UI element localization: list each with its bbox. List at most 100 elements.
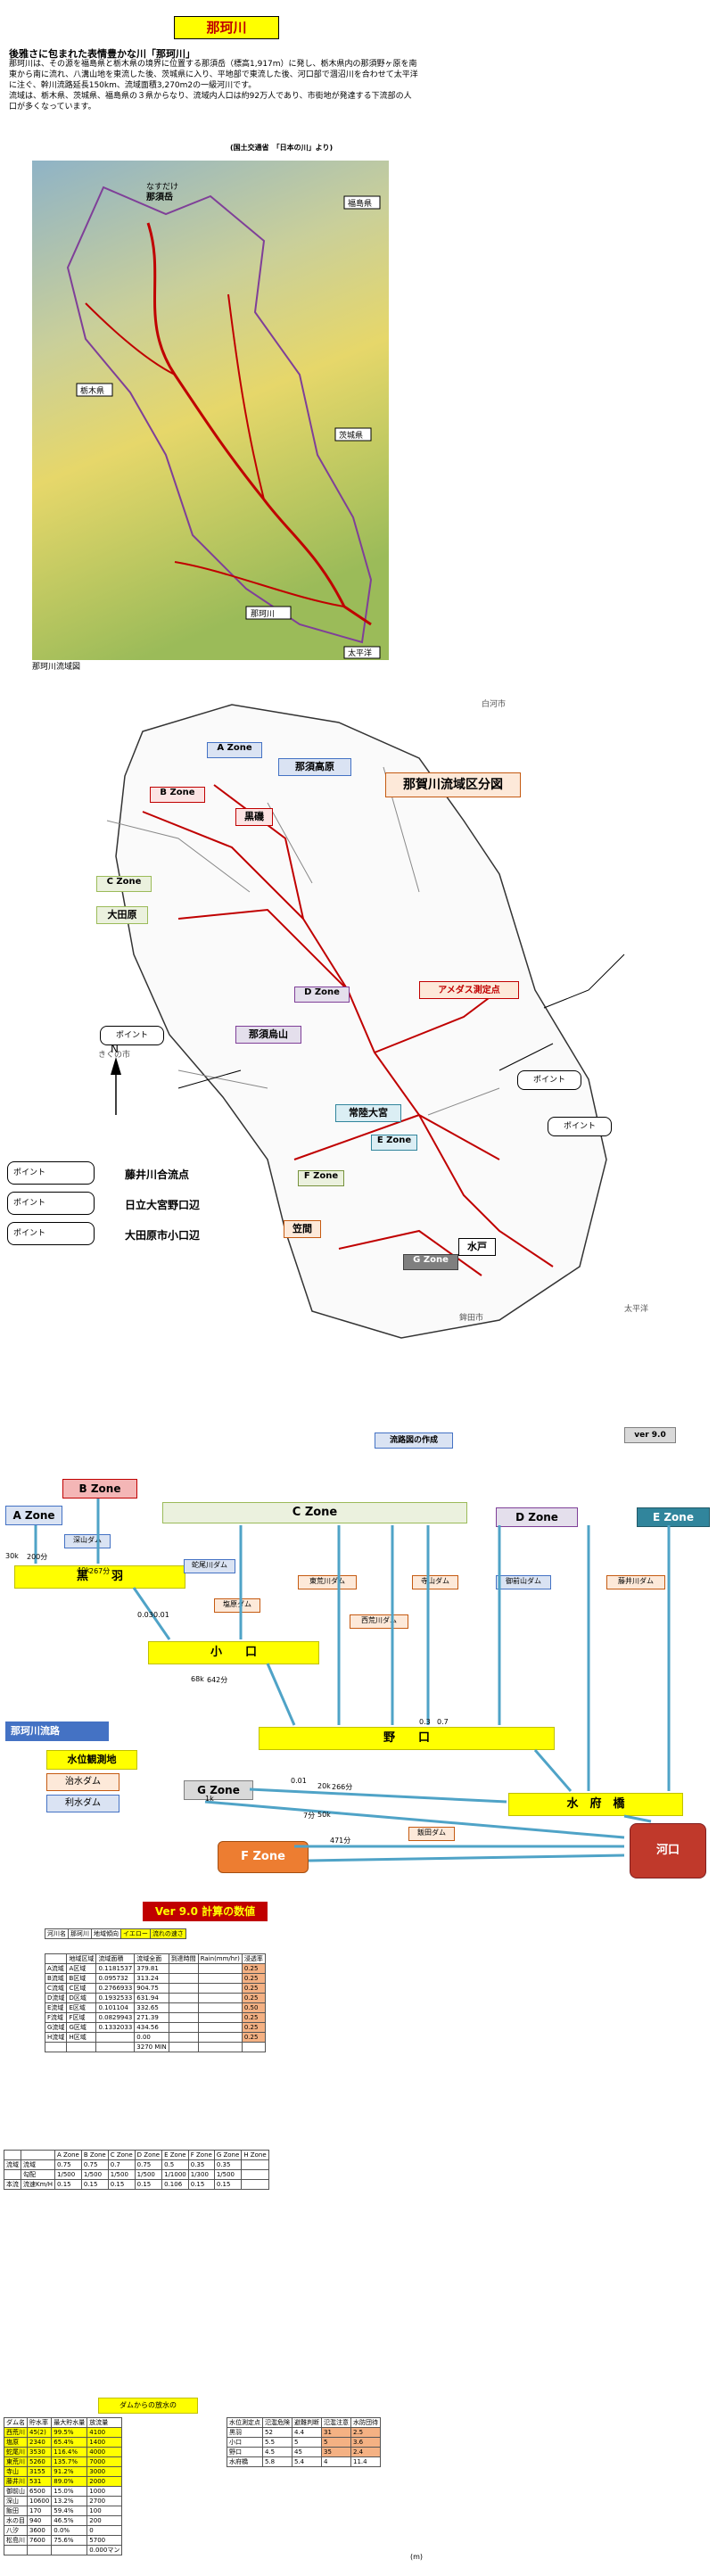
node-noguchi: 野 口 (259, 1727, 555, 1750)
zone-border-5 (338, 1229, 482, 1276)
dam-total: 0.000マン (87, 2545, 123, 2555)
intro-body-p1: 那珂川は、その源を福島県と栃木県の境界に位置する那須岳（標高1,917m）に発し… (9, 60, 418, 90)
zone-th-2: 流域面積 (95, 1953, 136, 1964)
zone-f-label: F Zone (298, 1170, 344, 1186)
flow-zone-g: G Zone (184, 1780, 253, 1800)
north-arrow-head (111, 1057, 121, 1075)
legend-flood-dam: 治水ダム (46, 1773, 119, 1791)
map1-fukushima: 福島県 (348, 198, 372, 209)
north-label: N (111, 1043, 119, 1055)
intro-body-p2: 流域は、栃木県、茨城県、福島県の３県からなり、流域内人口は約92万人であり、市街… (9, 92, 412, 111)
flow-num-11: 20k (317, 1782, 331, 1790)
callout-point-3: ポイント (548, 1117, 612, 1136)
flow-num-6: 0.01 (153, 1611, 169, 1619)
node-kakou: 河口 (630, 1823, 706, 1878)
flow-num-19: 471分 (330, 1837, 351, 1845)
svg-text:鉾田市: 鉾田市 (459, 1312, 483, 1323)
map1-tochigi: 栃木県 (80, 385, 104, 396)
zone-th-5: Rain(mm/hr) (197, 1953, 243, 1964)
flow-zone-c: C Zone (162, 1502, 467, 1523)
intro-heading: 後雅さに包まれた表情豊かな川「那珂川」 (9, 48, 195, 60)
flow-num-17: 0.01 (291, 1777, 307, 1785)
nakagawa-river (146, 222, 372, 626)
intro-body: 那珂川は、その源を福島県と栃木県の境界に位置する那須岳（標高1,917m）に発し… (9, 59, 419, 112)
map1-nakagawa: 那珂川 (251, 609, 275, 619)
leader-3 (177, 1069, 242, 1089)
map1-nasudake: 那須岳 (146, 191, 173, 202)
relief-map-bg (32, 161, 389, 660)
flow-num-10: 0.7 (437, 1718, 449, 1726)
zone-c-label: C Zone (96, 876, 152, 892)
legend-water-dam: 利水ダム (46, 1795, 119, 1812)
zone-map-title: 那賀川流域区分図 (385, 772, 521, 797)
zone-border-4 (293, 1113, 500, 1160)
sheet-title: Ver 9.0 計算の数値 (143, 1902, 268, 1921)
zone-th-3: 流域全面 (134, 1953, 169, 1964)
calc-sheet: Ver 9.0 計算の数値 河川名 那珂川 地域傾向 イエロー 流れの速さ 地域… (0, 1891, 725, 2576)
zone-g-label: G Zone (403, 1254, 458, 1270)
zone-th-4: 到達時間 (168, 1953, 199, 1964)
place-kasama: 笠間 (284, 1220, 321, 1238)
region-label: 地域傾向 (91, 1928, 121, 1939)
zone-th-0 (44, 1953, 68, 1964)
intro-source: (国土交通省 「日本の川」より) (230, 144, 334, 152)
zone-a-label: A Zone (207, 742, 262, 758)
tributary-1 (85, 302, 176, 376)
legend-point-2: ポイント (7, 1192, 95, 1215)
region-value: イエロー (120, 1928, 151, 1939)
zone-total: 3270 MIN (134, 2042, 169, 2052)
zone-th-1: 地域区域 (66, 1953, 97, 1964)
flow-num-14: 50k (317, 1811, 331, 1819)
flow-num-3: 40k (77, 1566, 90, 1574)
flow-num-18: 1k (205, 1795, 214, 1803)
flow-num-8: 642分 (207, 1676, 228, 1684)
legend-point-1-desc: 藤井川合流点 (125, 1168, 190, 1181)
version-label: ver 9.0 (624, 1427, 676, 1443)
flow-num-5: 0.03 (137, 1611, 153, 1619)
zone-e-label: E Zone (371, 1135, 417, 1151)
amedas-label: アメダス測定点 (419, 981, 519, 999)
flow-arrows (34, 1499, 671, 1862)
flow-num-9: 0.3 (419, 1718, 431, 1726)
svg-text:太平洋: 太平洋 (624, 1303, 648, 1314)
svg-text:白河市: 白河市 (482, 698, 506, 709)
flow-speed-label: 流れの速さ (149, 1928, 186, 1939)
map1-taiheiyo: 太平洋 (348, 648, 372, 658)
flow-num-1: 30k (5, 1552, 19, 1560)
tributary-2 (227, 293, 265, 500)
node-koguchi: 小 口 (148, 1641, 319, 1664)
flow-zone-d: D Zone (496, 1507, 578, 1527)
legend-point-3: ポイント (7, 1222, 95, 1245)
flow-num-13: 7分 (303, 1812, 316, 1820)
flow-zone-b: B Zone (62, 1479, 137, 1499)
flow-zone-a: A Zone (5, 1506, 62, 1525)
zone-b-label: B Zone (150, 787, 205, 803)
legend-point-3-desc: 大田原市小口辺 (125, 1229, 201, 1242)
place-nasukarasuyama: 那須烏山 (235, 1026, 301, 1044)
legend-river: 那珂川流路 (5, 1721, 109, 1741)
leader-2 (498, 1043, 554, 1071)
flow-num-7: 68k (191, 1675, 204, 1683)
place-hitachiomiya: 常陸大宮 (335, 1104, 401, 1122)
